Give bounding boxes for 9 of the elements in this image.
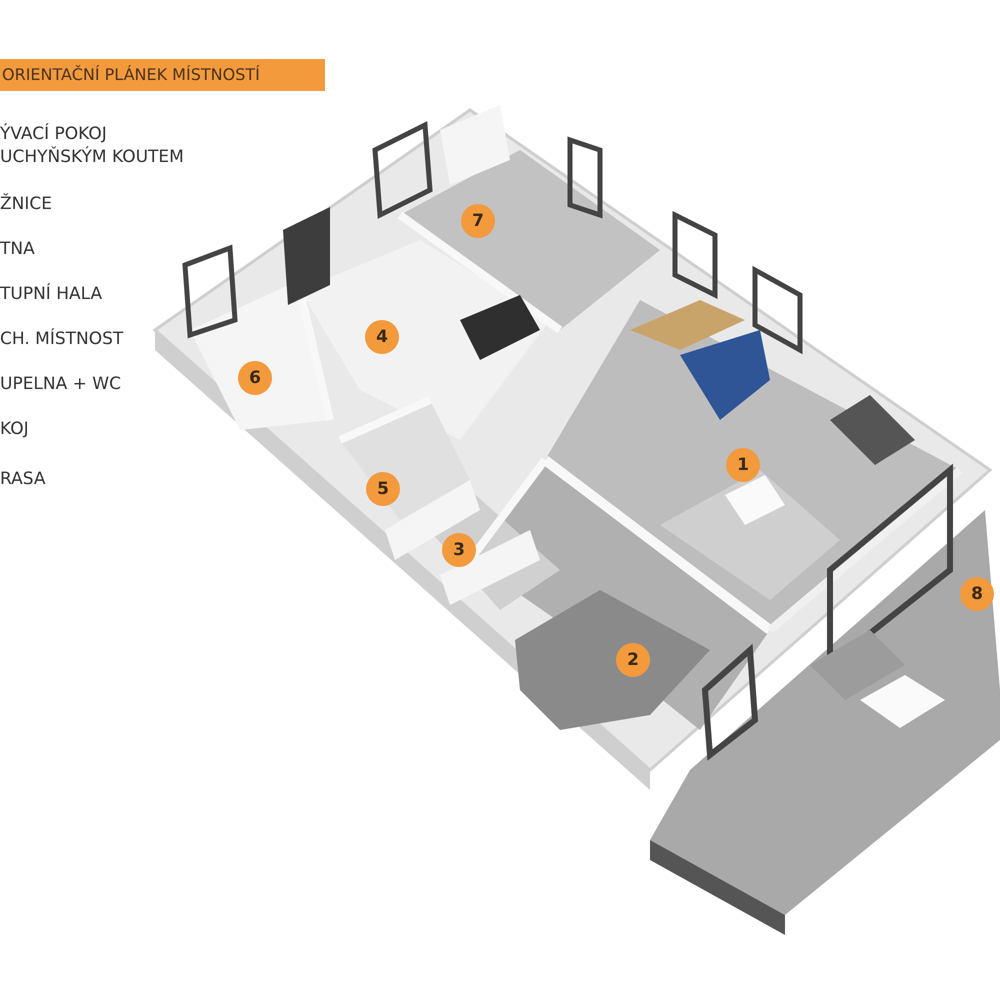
room-name: KOJ (0, 418, 30, 441)
room-name: ŽNICE (0, 193, 53, 216)
room-name: UPELNA + WC (0, 373, 122, 396)
title-banner: ORIENTAČNÍ PLÁNEK MÍSTNOSTÍ (0, 59, 325, 91)
room-name: TUPNÍ HALA (0, 283, 104, 306)
room-name: CH. MÍSTNOST (0, 328, 124, 351)
room-name: RASA (0, 468, 46, 491)
room-name: ÝVACÍ POKOJ UCHYŇSKÝM KOUTEM (0, 123, 185, 169)
room-name: TNA (0, 238, 36, 261)
